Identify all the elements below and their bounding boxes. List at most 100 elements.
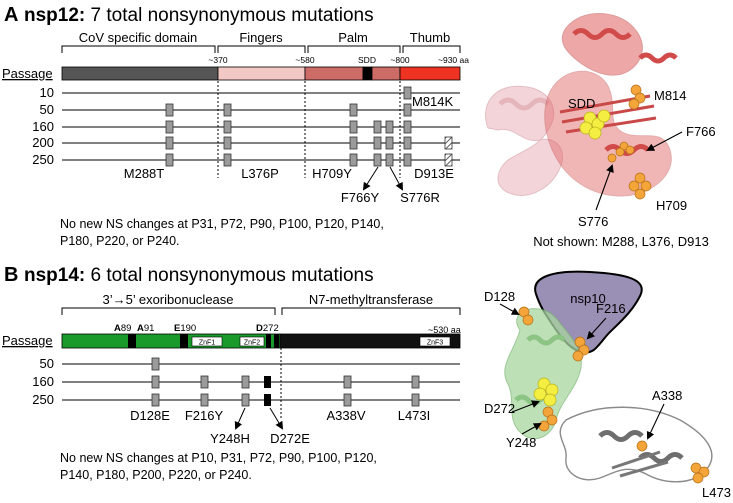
structure-label-sdd: SDD bbox=[568, 96, 595, 111]
mutation-label-d913e: D913E bbox=[414, 166, 454, 181]
motif-a91: A91 bbox=[137, 323, 154, 334]
panel-a-letter: A bbox=[4, 4, 18, 26]
structure-label-m814: M814 bbox=[654, 88, 687, 103]
mutation-label-l473i: L473I bbox=[398, 408, 431, 423]
panel-b-letter: B bbox=[4, 264, 18, 286]
panel-b-title-bold: nsp14: bbox=[24, 265, 85, 286]
passage-rows-a bbox=[62, 92, 460, 161]
side-helix bbox=[638, 52, 678, 64]
boundary-580: ~580 bbox=[295, 55, 314, 65]
arrow-s776r bbox=[389, 166, 403, 191]
znf1-box bbox=[191, 336, 223, 347]
mutation-label-s776r: S776R bbox=[400, 190, 440, 205]
motif-a89-bold: A bbox=[114, 323, 121, 334]
sdd-spheres bbox=[579, 109, 611, 140]
h709-spheres bbox=[628, 172, 652, 200]
passage-label-b: Passage bbox=[2, 333, 53, 348]
mutation-label-a338v: A338V bbox=[326, 408, 365, 423]
boundary-370: ~370 bbox=[208, 55, 227, 65]
mutation-d913e-200 bbox=[444, 136, 453, 150]
palm-helix bbox=[604, 144, 650, 156]
row-label-a-160: 160 bbox=[32, 119, 54, 134]
panel-a-note-line2: P180, P220, or P240. bbox=[60, 234, 180, 248]
d272-y248-spheres bbox=[538, 406, 558, 432]
structure-label-l473: L473 bbox=[702, 485, 731, 500]
f766-spheres bbox=[615, 141, 635, 157]
structure-label-nsp10: nsp10 bbox=[570, 291, 605, 306]
panel-a-note: No new NS changes at P31, P72, P90, P100… bbox=[60, 216, 384, 250]
m814-spheres bbox=[628, 84, 646, 110]
motif-bands bbox=[128, 334, 279, 348]
arrow-f766y bbox=[362, 166, 379, 191]
znf3-box bbox=[419, 336, 451, 347]
exon-helix bbox=[526, 334, 566, 346]
row-label-a-50: 50 bbox=[40, 102, 54, 117]
panel-b-title-rest: 6 total nonsynonymous mutations bbox=[85, 265, 373, 286]
thumb-ribbon bbox=[561, 13, 643, 76]
structure-label-h709: H709 bbox=[656, 198, 687, 213]
mutation-label-f216y: F216Y bbox=[185, 408, 224, 423]
domain-brackets-a bbox=[61, 45, 461, 53]
row-label-a-250: 250 bbox=[32, 152, 54, 167]
znf2-box bbox=[239, 336, 265, 347]
a338-sphere bbox=[636, 440, 648, 452]
mutation-marks-b bbox=[151, 357, 420, 407]
mutation-d913e-250 bbox=[444, 153, 453, 167]
motif-d272: D272 bbox=[256, 323, 279, 334]
motif-e190: E190 bbox=[174, 323, 196, 334]
panel-b-note-line1: No new NS changes at P10, P31, P72, P90,… bbox=[60, 451, 377, 465]
domain-label-cov: CoV specific domain bbox=[79, 30, 198, 45]
nsp12-structure bbox=[485, 13, 678, 200]
panel-a-title-bold: nsp12: bbox=[24, 5, 85, 26]
motif-d272-rest: 272 bbox=[263, 323, 279, 334]
domain-label-exon: 3’→5’ exoribonuclease bbox=[102, 292, 233, 307]
panel-b-note: No new NS changes at P10, P31, P72, P90,… bbox=[60, 450, 377, 484]
znf1-label: ZnF1 bbox=[199, 340, 215, 347]
passage-rows-b bbox=[62, 363, 460, 401]
domain-label-n7: N7-methyltransferase bbox=[309, 292, 433, 307]
row-label-b-160: 160 bbox=[32, 374, 54, 389]
row-label-b-50: 50 bbox=[40, 356, 54, 371]
domain-brackets-b bbox=[61, 307, 461, 315]
structure-label-d128: D128 bbox=[484, 289, 515, 304]
panel-b-note-line2: P140, P180, P200, P220, or P240. bbox=[60, 468, 252, 482]
fingers-ribbon bbox=[485, 85, 563, 196]
mutation-marks-d272e bbox=[264, 376, 271, 406]
n7-helix-2 bbox=[638, 452, 684, 464]
mutation-label-f766y: F766Y bbox=[341, 190, 380, 205]
znf3-label: ZnF3 bbox=[427, 340, 443, 347]
d128-spheres bbox=[518, 306, 534, 326]
motif-a91-bold: A bbox=[137, 323, 144, 334]
nsp14-structure bbox=[504, 270, 713, 484]
arrow-f216 bbox=[586, 317, 607, 340]
mutation-label-m814k: M814K bbox=[412, 94, 454, 109]
row-label-a-200: 200 bbox=[32, 135, 54, 150]
motif-e190-rest: 190 bbox=[180, 323, 196, 334]
boundary-sdd: SDD bbox=[358, 55, 376, 65]
palm-ribbon bbox=[544, 70, 672, 197]
motif-a89-rest: 89 bbox=[121, 323, 132, 334]
row-label-a-10: 10 bbox=[40, 85, 54, 100]
nsp14-domain-bar bbox=[61, 333, 461, 349]
boundary-800: ~800 bbox=[390, 55, 409, 65]
row-label-b-250: 250 bbox=[32, 392, 54, 407]
mutation-label-d272e: D272E bbox=[270, 431, 310, 446]
motif-a89: A89 bbox=[114, 323, 131, 334]
domain-label-thumb: Thumb bbox=[410, 30, 450, 45]
panel-a-note-line1: No new NS changes at P31, P72, P90, P100… bbox=[60, 217, 384, 231]
panel-a-title-rest: 7 total nonsynonymous mutations bbox=[85, 5, 373, 26]
arrow-s776 bbox=[595, 164, 614, 211]
arrow-d128 bbox=[499, 303, 520, 315]
mutation-label-h709y: H709Y bbox=[312, 166, 352, 181]
motif-a91-rest: 91 bbox=[144, 323, 155, 334]
l473-spheres bbox=[690, 462, 710, 484]
arrow-a338 bbox=[646, 403, 665, 440]
arrow-d272 bbox=[511, 400, 540, 413]
n7-helix bbox=[598, 430, 644, 442]
structure-label-f216: F216 bbox=[596, 301, 626, 316]
motif-d272-bold: D bbox=[256, 323, 263, 334]
passage-label-a: Passage bbox=[2, 66, 53, 81]
thumb-helix bbox=[572, 28, 632, 40]
mutation-label-m288t: M288T bbox=[124, 166, 165, 181]
